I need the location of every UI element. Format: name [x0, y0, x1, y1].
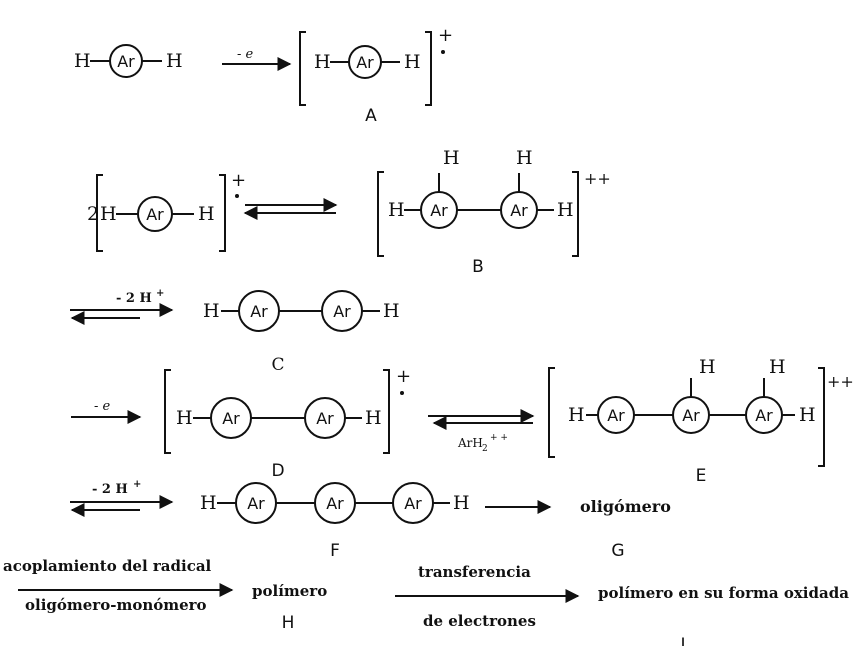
coefficient-two: 2 — [87, 203, 99, 225]
h-atom: H — [166, 50, 183, 72]
label-f: F — [330, 541, 340, 561]
oligomer-label: oligómero — [580, 497, 671, 516]
equilibrium-arrows-3: ArH 2 + + — [428, 409, 535, 454]
h-atom: H — [314, 51, 331, 73]
oxidation-arrow-2: - e — [71, 399, 142, 424]
left-bracket — [377, 171, 384, 257]
arh2-charge: + + — [490, 433, 508, 443]
ar-label: Ar — [326, 494, 344, 513]
h-atom: H — [100, 203, 117, 225]
right-bracket — [818, 367, 825, 467]
h-atom: H — [516, 147, 533, 169]
h-atom: H — [453, 492, 470, 514]
left-bracket — [548, 367, 555, 458]
neutral-trimer-f: H Ar Ar Ar H F — [200, 482, 470, 561]
oligomer-step: oligómero G — [485, 497, 671, 561]
label-d: D — [271, 461, 284, 481]
h-atom: H — [200, 492, 217, 514]
radical-cation-a: H Ar H + A — [299, 25, 453, 126]
label-b: B — [472, 257, 484, 277]
charge-plus-plus: ++ — [584, 169, 611, 188]
ar-label: Ar — [404, 494, 422, 513]
transfer-label-line1: transferencia — [418, 563, 531, 581]
ar-label: Ar — [356, 53, 374, 72]
left-bracket — [96, 174, 103, 252]
h-atom: H — [383, 300, 400, 322]
polymer-label: polímero — [252, 582, 327, 600]
h-atom: H — [769, 356, 786, 378]
coupling-step: acoplamiento del radical oligómero-monóm… — [3, 557, 234, 614]
ar-label: Ar — [222, 409, 240, 428]
ar-label: Ar — [316, 409, 334, 428]
h-atom: H — [388, 199, 405, 221]
monomer: H Ar H — [74, 44, 183, 78]
minus-electron-label: - e — [94, 399, 111, 414]
right-bracket — [219, 174, 226, 252]
charge-plus-plus: ++ — [827, 372, 854, 391]
ar-label: Ar — [510, 201, 528, 220]
radical-cation-dimer-d: H Ar Ar H + D — [164, 366, 411, 481]
minus-2h-label: - 2 H — [92, 482, 128, 497]
transfer-label-line2: de electrones — [423, 612, 536, 630]
coupling-label-line1: acoplamiento del radical — [3, 557, 212, 575]
ar-label: Ar — [117, 52, 135, 71]
left-bracket — [164, 369, 171, 454]
proton-charge: + — [133, 479, 141, 490]
neutral-dimer-c: H Ar Ar H C — [203, 290, 400, 375]
minus-2h-label: - 2 H — [116, 291, 152, 306]
ar-label: Ar — [430, 201, 448, 220]
radical-dot — [235, 194, 239, 198]
right-bracket — [572, 171, 579, 257]
radical-dot — [441, 50, 445, 54]
h-atom: H — [404, 51, 421, 73]
proton-charge: + — [156, 288, 164, 299]
equilibrium-arrows-1 — [243, 198, 338, 220]
arh2-label: ArH — [457, 436, 483, 450]
dication-trimer-e: H Ar Ar H Ar H H ++ E — [548, 356, 854, 486]
h-atom: H — [443, 147, 460, 169]
label-a: A — [365, 106, 377, 126]
right-bracket — [425, 31, 432, 106]
h-atom: H — [198, 203, 215, 225]
ar-label: Ar — [333, 302, 351, 321]
charge-plus: + — [396, 366, 411, 387]
ar-label: Ar — [146, 205, 164, 224]
ar-label: Ar — [250, 302, 268, 321]
dication-dimer-b: H Ar H Ar H H ++ B — [377, 147, 611, 277]
charge-plus: + — [231, 170, 246, 191]
ar-label: Ar — [247, 494, 265, 513]
h-atom: H — [557, 199, 574, 221]
radical-cation-pair: 2 H Ar H + — [87, 170, 246, 252]
charge-plus: + — [438, 25, 453, 46]
equilibrium-arrows-4: - 2 H + — [70, 479, 174, 517]
h-atom: H — [176, 407, 193, 429]
equilibrium-arrows-2: - 2 H + — [70, 288, 174, 325]
ar-label: Ar — [682, 406, 700, 425]
h-atom: H — [568, 404, 585, 426]
oxidized-polymer-i: polímero en su forma oxidada I — [598, 584, 849, 646]
label-c: C — [271, 355, 284, 375]
oxidation-arrow: - e — [222, 47, 292, 71]
radical-dot — [400, 391, 404, 395]
label-i: I — [680, 635, 685, 646]
label-e: E — [696, 466, 707, 486]
h-atom: H — [203, 300, 220, 322]
coupling-label-line2: oligómero-monómero — [25, 596, 207, 614]
oxidized-polymer-label: polímero en su forma oxidada — [598, 584, 849, 602]
right-bracket — [383, 369, 390, 454]
arh2-subscript: 2 — [482, 444, 488, 454]
label-g: G — [611, 541, 624, 561]
h-atom: H — [799, 404, 816, 426]
h-atom: H — [699, 356, 716, 378]
polymer-h: polímero H — [252, 582, 327, 633]
h-atom: H — [74, 50, 91, 72]
ar-label: Ar — [755, 406, 773, 425]
electron-transfer-step: transferencia de electrones — [395, 563, 580, 630]
ar-label: Ar — [607, 406, 625, 425]
minus-electron-label: - e — [237, 47, 254, 62]
h-atom: H — [365, 407, 382, 429]
left-bracket — [299, 31, 306, 106]
label-h: H — [282, 613, 295, 633]
